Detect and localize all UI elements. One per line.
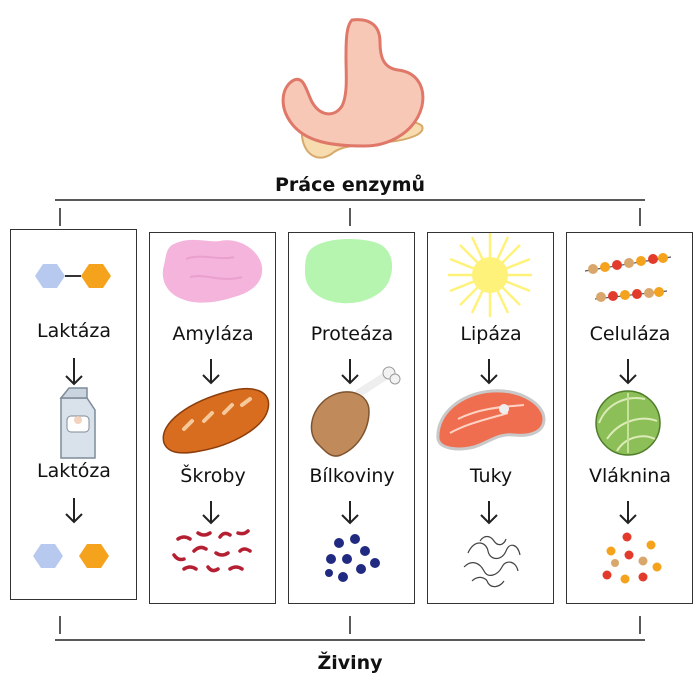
enzyme-column-cellulase: Celuláza Vláknina (566, 232, 693, 604)
enzyme-name: Lipáza (460, 323, 522, 345)
enzyme-name: Celuláza (589, 323, 671, 345)
down-arrow-icon (619, 359, 637, 385)
enzyme-name: Proteáza (310, 323, 394, 345)
down-arrow-icon (341, 359, 359, 385)
bottom-title: Živiny (317, 652, 383, 674)
down-arrow-icon (480, 501, 498, 525)
disaccharide-molecule-icon (35, 264, 111, 288)
enzyme-column-lipase: Lipáza Tuky (427, 232, 554, 604)
chicken-drumstick-icon (310, 366, 401, 457)
green-enzyme-blob-icon (305, 239, 393, 304)
yellow-burst-enzyme-icon (448, 233, 532, 317)
fiber-particles-icon (602, 532, 662, 584)
stomach-icon (281, 18, 425, 148)
down-arrow-icon (480, 359, 498, 385)
enzyme-column-protease: Proteáza Bílkoviny (288, 232, 415, 604)
milk-carton-icon (59, 387, 96, 459)
top-title: Práce enzymů (274, 174, 426, 196)
substrate-name: Tuky (469, 465, 513, 487)
fatty-acid-squiggles-icon (463, 535, 521, 588)
substrate-name: Škroby (180, 465, 246, 487)
bread-loaf-icon (162, 388, 270, 454)
substrate-name: Bílkoviny (309, 465, 395, 487)
enzyme-name: Amyláza (172, 323, 254, 345)
bead-chain-enzyme-icon (584, 253, 672, 302)
sugar-fragments-icon (172, 529, 252, 573)
enzyme-name: Laktáza (37, 320, 111, 342)
down-arrow-icon (619, 501, 637, 525)
pink-enzyme-blob-icon (162, 239, 263, 303)
down-arrow-icon (202, 501, 220, 525)
cabbage-icon (595, 390, 661, 456)
substrate-name: Vláknina (589, 465, 671, 487)
substrate-name: Laktóza (37, 460, 111, 482)
monosaccharide-pair-icon (33, 544, 109, 568)
enzyme-column-amylase: Amyláza Škroby (149, 232, 276, 604)
salmon-steak-icon (436, 389, 546, 451)
enzyme-column-lactase: Laktáza Laktóza (10, 229, 137, 600)
down-arrow-icon (341, 501, 359, 525)
stomach-illustration (281, 18, 425, 159)
amino-acid-dots-icon (325, 534, 380, 582)
down-arrow-icon (65, 498, 83, 524)
down-arrow-icon (202, 359, 220, 385)
